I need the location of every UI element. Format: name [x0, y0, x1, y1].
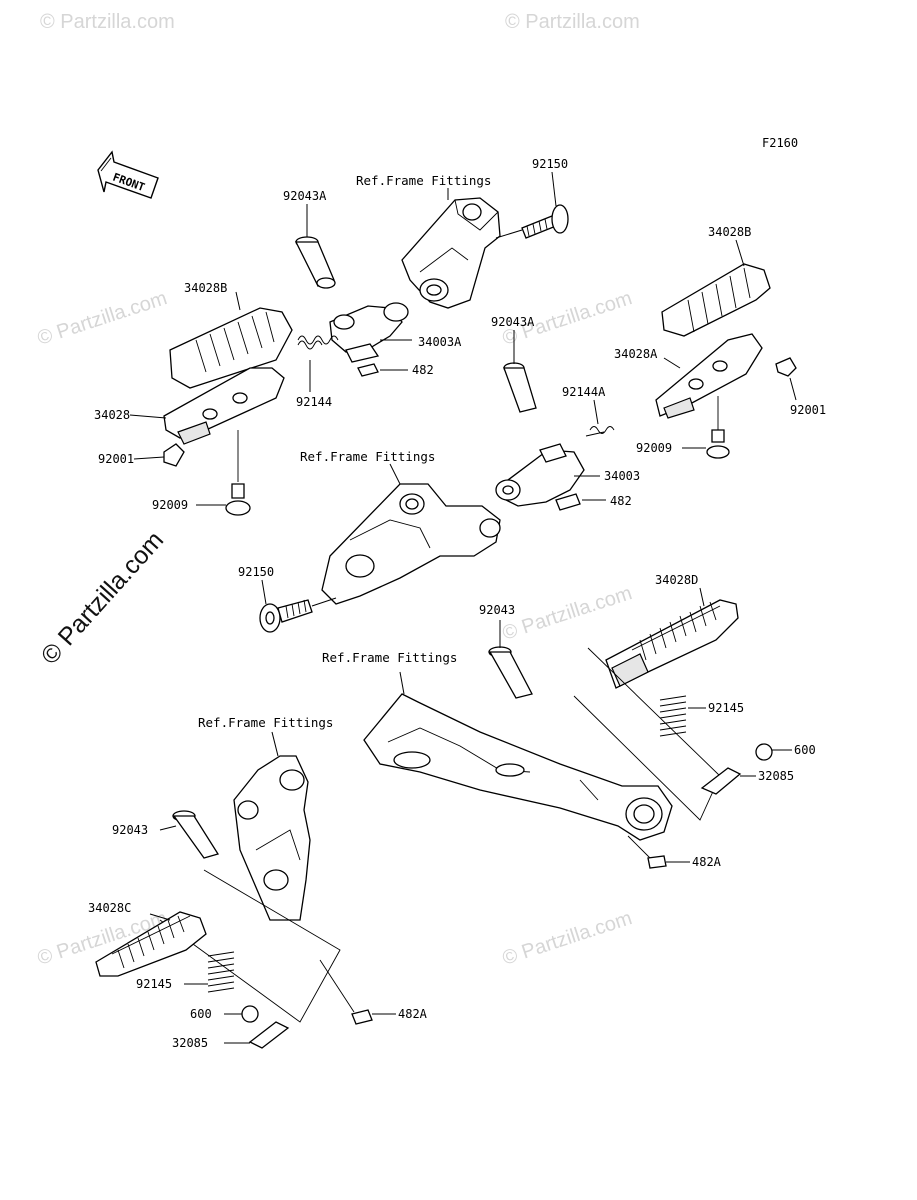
- ref-frame-fittings-label: Ref.Frame Fittings: [300, 449, 435, 464]
- bolt-92009-right: [682, 396, 730, 459]
- ref-frame-fittings-label: Ref.Frame Fittings: [198, 715, 333, 730]
- part-number-label: 92043A: [491, 315, 535, 329]
- pin-92043a-top: [294, 204, 336, 289]
- part-number-label: 92144A: [562, 385, 606, 399]
- ref-frame-fittings-label: Ref.Frame Fittings: [322, 650, 457, 665]
- part-number-label: 92150: [238, 565, 274, 579]
- part-number-label: 92043A: [283, 189, 327, 203]
- part-number-label: 92043: [112, 823, 148, 837]
- ref-frame-fittings-label: Ref.Frame Fittings: [356, 173, 491, 188]
- footpeg-rubber-34028b-right: [661, 239, 771, 337]
- watermark: © Partzilla.com: [40, 11, 175, 33]
- spring-92145-right: [659, 695, 706, 737]
- pivot-34003: [495, 443, 600, 507]
- rear-left-bracket: [159, 731, 341, 1023]
- ball-600-left: [224, 1005, 259, 1023]
- footpeg-34028-left: [129, 367, 285, 445]
- plate-32085-right: [700, 767, 756, 795]
- part-number-label: 34003: [604, 469, 640, 483]
- spring-92144: [297, 335, 339, 392]
- part-number-label: 92009: [152, 498, 188, 512]
- part-number-label: 34028: [94, 408, 130, 422]
- part-number-label: 482A: [692, 855, 722, 869]
- spring-92145-left: [184, 951, 235, 993]
- part-number-label: 34028B: [708, 225, 751, 239]
- spring-92144a: [585, 399, 615, 437]
- part-number-label: 92043: [479, 603, 515, 617]
- part-number-label: 92150: [532, 157, 568, 171]
- bolt-92001-right: [775, 357, 797, 401]
- clip-482-top: [357, 363, 408, 377]
- front-right-bracket: [401, 197, 501, 309]
- bolt-92150-middle: [259, 579, 337, 633]
- partzilla-watermark: © Partzilla.com: [36, 526, 170, 670]
- part-number-label: 34028D: [655, 573, 698, 587]
- bolt-92001-left: [133, 443, 185, 467]
- part-number-label: 92009: [636, 441, 672, 455]
- footpeg-rubber-34028b-left: [169, 291, 293, 389]
- footpeg-34028a-right: [655, 333, 763, 419]
- part-number-label: 32085: [172, 1036, 208, 1050]
- clip-482-middle: [555, 493, 606, 511]
- watermark: © Partzilla.com: [500, 907, 635, 970]
- bolt-92150-top: [495, 204, 569, 239]
- plate-32085-left: [224, 1021, 290, 1049]
- pivot-34003a: [329, 302, 412, 363]
- front-left-bracket: [321, 463, 501, 605]
- part-number-label: 92001: [790, 403, 826, 417]
- clip-482a-left: [319, 959, 396, 1025]
- part-number-label: 92145: [708, 701, 744, 715]
- part-number-label: 92145: [136, 977, 172, 991]
- clip-482a-right: [627, 835, 690, 869]
- part-number-label: 92001: [98, 452, 134, 466]
- part-number-label: 482: [610, 494, 632, 508]
- part-number-label: 34028B: [184, 281, 227, 295]
- watermark: © Partzilla.com: [505, 11, 640, 33]
- part-number-label: 600: [794, 743, 816, 757]
- front-arrow-icon: FRONT: [97, 150, 159, 199]
- diagram-code: F2160: [762, 136, 798, 150]
- part-number-label: 482A: [398, 1007, 428, 1021]
- footpeg-34028c-rear-left: [95, 911, 207, 977]
- part-number-label: 482: [412, 363, 434, 377]
- rear-right-bracket: [363, 647, 721, 841]
- ball-600-right: [755, 743, 792, 761]
- pin-92043-left: [159, 810, 220, 859]
- pin-92043-right: [488, 620, 533, 699]
- footpeg-34028d-rear-right: [605, 587, 739, 689]
- part-number-label: 34028A: [614, 347, 658, 361]
- part-number-label: 34028C: [88, 901, 131, 915]
- part-number-label: 600: [190, 1007, 212, 1021]
- bolt-92009-left: [196, 430, 251, 516]
- part-number-label: 34003A: [418, 335, 462, 349]
- watermark: © Partzilla.com: [35, 287, 170, 350]
- part-number-label: 32085: [758, 769, 794, 783]
- watermark: © Partzilla.com: [500, 582, 635, 645]
- part-number-label: 92144: [296, 395, 332, 409]
- pin-92043a-middle: [503, 330, 537, 413]
